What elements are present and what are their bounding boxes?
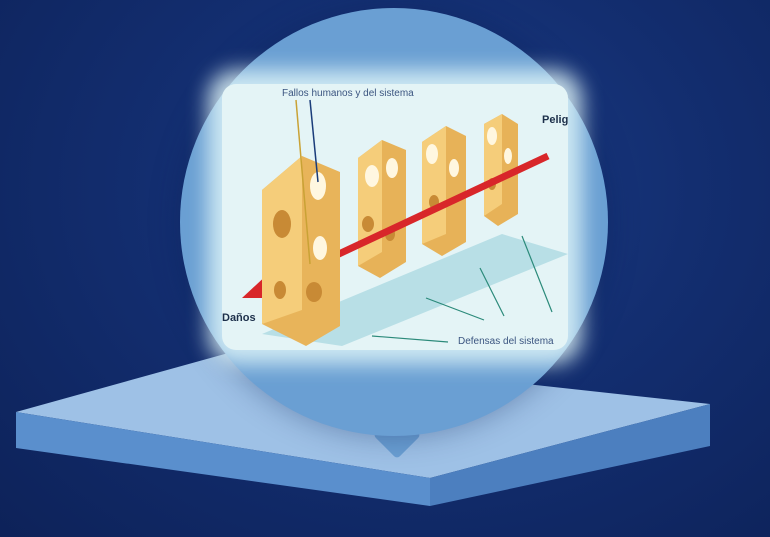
label-hazards: Peligros: [542, 114, 568, 126]
cheese-diagram-graphic: [222, 84, 568, 350]
label-damages: Daños: [222, 312, 256, 324]
cheese-slice-icon: [422, 126, 466, 256]
cheese-slice-icon: [262, 156, 340, 346]
swiss-cheese-diagram: Fallos humanos y del sistema Peligros Da…: [222, 84, 568, 350]
label-human-system-failures: Fallos humanos y del sistema: [282, 88, 414, 99]
label-system-defenses: Defensas del sistema: [458, 336, 554, 347]
cheese-slice-icon: [358, 140, 406, 278]
